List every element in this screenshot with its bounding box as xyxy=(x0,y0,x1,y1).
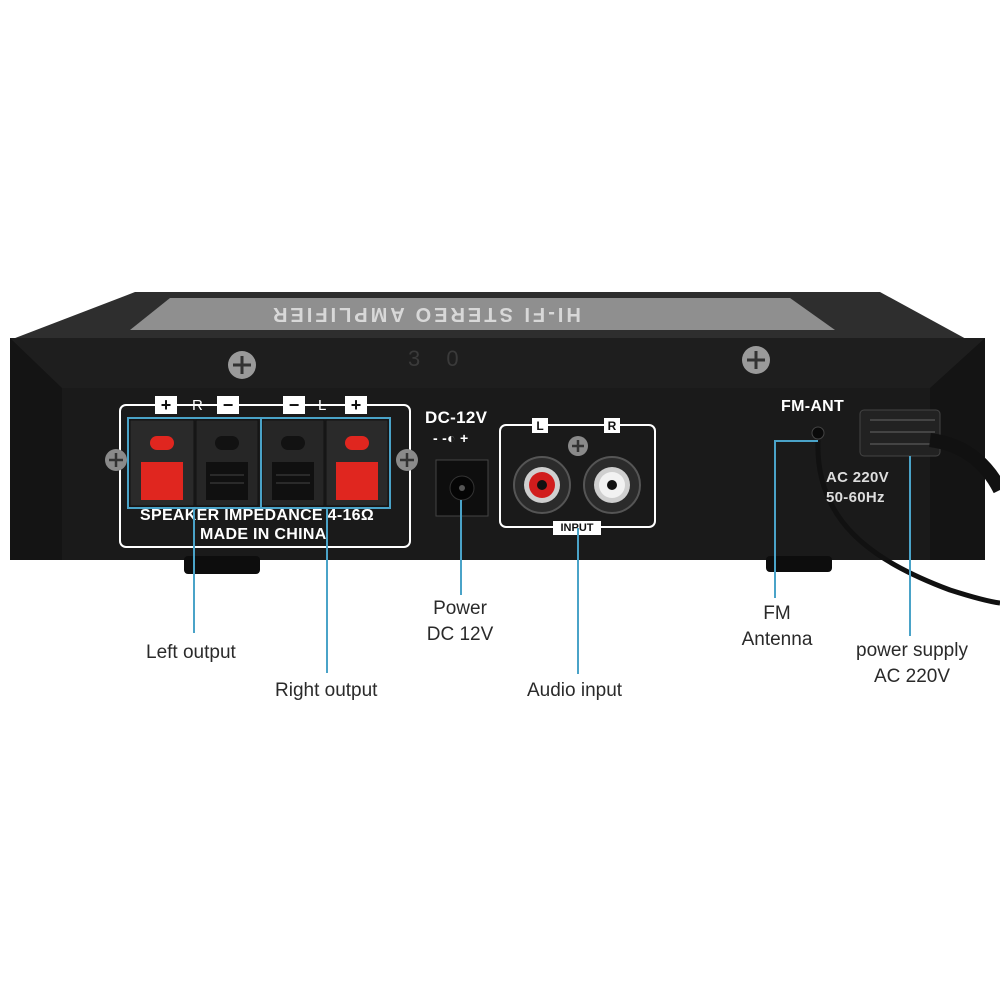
rca-right-badge: R xyxy=(604,418,620,433)
amp-foot-left xyxy=(184,556,260,574)
callout-right-output: Right output xyxy=(275,680,378,701)
panel-serial-mark: 3 0 xyxy=(408,346,469,371)
badge-r-minus: − xyxy=(217,395,239,415)
rca-left-badge: L xyxy=(532,418,548,433)
ac-freq-label: 50-60Hz xyxy=(826,489,885,506)
amp-foot-right xyxy=(766,556,832,572)
callout-fm-line2: Antenna xyxy=(741,629,813,650)
screw-top-right xyxy=(742,346,770,374)
dc-label: DC-12V xyxy=(425,408,488,427)
screw-speaker-left xyxy=(105,449,127,471)
amp-top-label-plate xyxy=(130,298,835,330)
fm-ant-label: FM-ANT xyxy=(781,398,845,415)
made-in-label: MADE IN CHINA xyxy=(200,526,327,543)
terminal-r-minus xyxy=(195,419,259,507)
label-l: L xyxy=(318,397,327,414)
dc-polarity: - -◐ + xyxy=(433,430,469,446)
callout-left-output: Left output xyxy=(146,642,236,663)
callout-supply-line2: AC 220V xyxy=(873,666,951,687)
badge-l-minus: − xyxy=(283,395,305,415)
callout-power-dc: Power DC 12V xyxy=(418,596,502,648)
callout-supply-line1: power supply xyxy=(856,640,968,661)
callout-power-dc-line1: Power xyxy=(433,598,487,619)
callout-power-supply: power supply AC 220V xyxy=(850,638,974,690)
leader-power-dc xyxy=(460,500,462,595)
terminal-r-plus xyxy=(129,419,195,507)
panel-top-label: HI-FI STEREO AMPLIFIER xyxy=(270,303,581,325)
amp-left-side xyxy=(10,338,62,560)
power-cable xyxy=(815,409,1000,606)
terminal-l-plus xyxy=(325,419,389,507)
badge-l-plus: + xyxy=(345,395,367,415)
callout-fm-antenna: FM Antenna xyxy=(735,601,819,653)
ac-voltage-label: AC 220V xyxy=(826,469,889,486)
label-r: R xyxy=(192,397,204,414)
speaker-block xyxy=(127,417,391,509)
rca-left-jack xyxy=(513,456,571,514)
leader-fm-antenna-h xyxy=(774,440,818,442)
speaker-impedance: SPEAKER IMPEDANCE 4-16Ω xyxy=(140,507,375,524)
rca-right-jack xyxy=(583,456,641,514)
leader-power-supply xyxy=(909,456,911,636)
screw-top-left xyxy=(228,351,256,379)
callout-power-dc-line2: DC 12V xyxy=(426,624,494,645)
badge-r-plus: + xyxy=(155,395,177,415)
leader-audio-input xyxy=(577,528,579,674)
speaker-frame xyxy=(119,404,411,548)
terminal-l-minus xyxy=(261,419,325,507)
callout-audio-input: Audio input xyxy=(527,680,623,701)
leader-left-output xyxy=(193,508,195,633)
fm-antenna-socket xyxy=(811,426,825,440)
leader-fm-antenna-v xyxy=(774,440,776,598)
callout-fm-line1: FM xyxy=(763,603,791,624)
screw-speaker-right xyxy=(396,449,418,471)
leader-right-output xyxy=(326,508,328,673)
screw-rca xyxy=(568,436,588,456)
